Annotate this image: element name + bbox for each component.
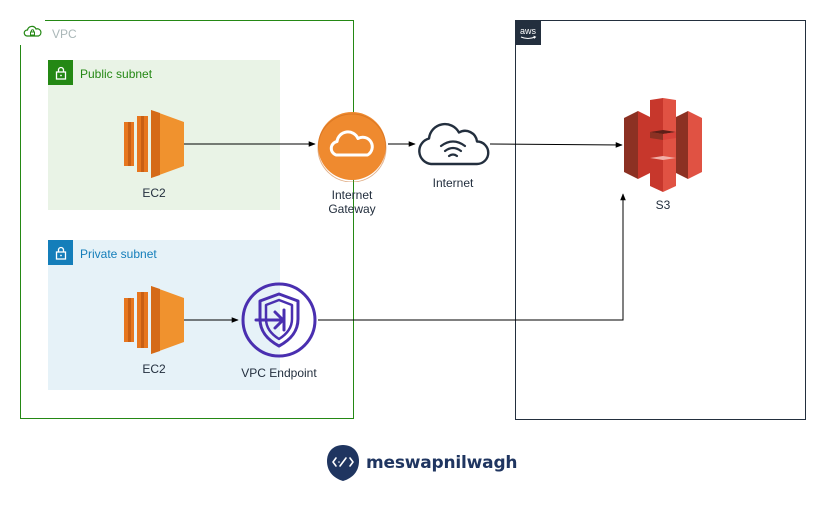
- code-brackets-icon: [327, 445, 359, 481]
- branding-text: meswapnilwagh: [366, 453, 518, 473]
- vpc-label: VPC: [52, 27, 77, 41]
- ec2-public-label: EC2: [142, 186, 166, 200]
- vpc-endpoint-label: VPC Endpoint: [241, 366, 317, 380]
- public-subnet-label: Public subnet: [80, 67, 153, 81]
- lock-icon: [55, 246, 66, 260]
- internet-gateway-icon: [317, 112, 387, 182]
- s3-bucket-icon: [624, 98, 702, 192]
- aws-tag: aws: [515, 20, 541, 45]
- ec2-private-label: EC2: [142, 362, 166, 376]
- internet-label: Internet: [432, 176, 474, 190]
- vpc-endpoint-icon: [241, 282, 317, 358]
- private-subnet-tag: [48, 240, 73, 265]
- cloud-lock-icon: [23, 25, 42, 37]
- aws-logo-icon: aws: [520, 26, 537, 39]
- internet-cloud-icon: [418, 122, 490, 166]
- lock-icon: [55, 66, 66, 80]
- branding: meswapnilwagh: [326, 444, 526, 482]
- vpc-tag: [20, 20, 45, 45]
- ec2-icon: [124, 286, 184, 354]
- s3-label: S3: [655, 198, 671, 212]
- aws-cloud-group: [515, 20, 806, 420]
- ec2-icon: [124, 110, 184, 178]
- internet-gateway-label: Internet Gateway: [328, 188, 376, 216]
- public-subnet-tag: [48, 60, 73, 85]
- aws-tag-text: aws: [520, 26, 537, 36]
- private-subnet-label: Private subnet: [80, 247, 157, 261]
